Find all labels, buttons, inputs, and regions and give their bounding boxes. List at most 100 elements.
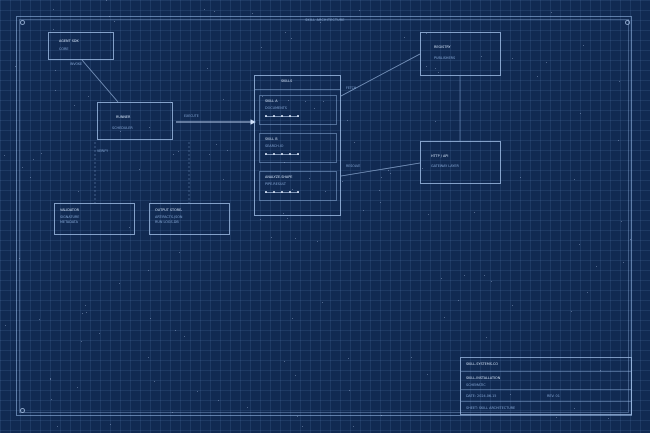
- background-speck: [587, 292, 588, 293]
- background-speck: [441, 278, 442, 279]
- progress-track: [265, 153, 299, 155]
- background-speck: [292, 318, 293, 319]
- skill-slot[interactable]: SKILL B SEARCH.IO: [259, 133, 337, 163]
- background-speck: [438, 72, 439, 73]
- connector-skills-registry: [340, 53, 421, 97]
- node-validator[interactable]: VALIDATOR SIGNATURE METADATA: [54, 203, 135, 235]
- frame-outer-border: [16, 16, 632, 416]
- background-speck: [261, 47, 262, 48]
- skill-slot[interactable]: ANALYZE.SHAPE PIPE.RESULT: [259, 171, 337, 201]
- node-agent-sdk[interactable]: AGENT SDK CORE: [48, 32, 114, 60]
- background-speck: [388, 170, 389, 171]
- connector-skills-http: [340, 162, 421, 177]
- background-speck: [22, 167, 23, 168]
- node-output-store[interactable]: OUTPUT STORE ARTIFACTS.JSON RUN LOGS.DB: [149, 203, 230, 235]
- title-block-date: DATE: 2024.06.15: [466, 394, 497, 398]
- background-speck: [55, 90, 56, 91]
- background-speck: [99, 333, 100, 334]
- background-speck: [209, 154, 210, 155]
- background-speck: [596, 266, 597, 267]
- background-speck: [53, 29, 54, 30]
- title-block-name: SKILL.INSTALLATION: [466, 376, 501, 380]
- background-speck: [77, 387, 78, 388]
- background-speck: [510, 394, 511, 395]
- background-speck: [512, 58, 513, 59]
- edge-label-verify: VERIFY: [97, 149, 109, 153]
- background-speck: [458, 300, 459, 301]
- node-validator-title: VALIDATOR: [60, 208, 80, 212]
- background-speck: [204, 9, 205, 10]
- progress-track: [265, 191, 299, 193]
- background-speck: [309, 178, 310, 179]
- node-skills[interactable]: SKILLS SKILL A DOCUMENTS SKILL B SEARCH.…: [254, 75, 341, 216]
- node-http-api[interactable]: HTTP / API GATEWAY LAYER: [420, 141, 501, 184]
- background-speck: [171, 102, 172, 103]
- background-speck: [427, 374, 428, 375]
- connector-core-runner: [81, 59, 119, 103]
- background-speck: [114, 21, 115, 22]
- background-speck: [323, 101, 324, 102]
- background-speck: [53, 9, 54, 10]
- background-speck: [50, 379, 51, 380]
- background-speck: [271, 237, 272, 238]
- background-speck: [342, 181, 343, 182]
- node-runner[interactable]: RUNNER SCHEDULER: [97, 102, 173, 140]
- title-block-name-row: SKILL.INSTALLATION SCHEMATIC: [461, 372, 631, 390]
- background-speck: [426, 33, 427, 34]
- background-speck: [149, 127, 150, 128]
- background-speck: [5, 325, 6, 326]
- background-speck: [216, 144, 217, 145]
- edge-label-execute: EXECUTE: [184, 114, 199, 118]
- background-speck: [288, 100, 289, 101]
- background-speck: [287, 218, 288, 219]
- background-speck: [411, 357, 412, 358]
- background-speck: [484, 275, 485, 276]
- background-speck: [295, 375, 296, 376]
- title-block-meta-row: DATE: 2024.06.15 REV. 01: [461, 390, 631, 402]
- edge-label-fetch: FETCH: [346, 86, 357, 90]
- background-speck: [88, 96, 89, 97]
- background-speck: [556, 417, 557, 418]
- background-speck: [520, 177, 521, 178]
- background-speck: [252, 13, 253, 14]
- background-speck: [154, 381, 155, 382]
- background-speck: [571, 311, 572, 312]
- background-speck: [109, 16, 110, 17]
- background-speck: [435, 121, 436, 122]
- node-registry-sub: PUBLISHERS: [434, 56, 456, 60]
- background-speck: [33, 159, 34, 160]
- title-block-header-row: SKILL.SYSTEMS.CO: [461, 358, 631, 372]
- background-speck: [227, 150, 228, 151]
- frame-inner-border: [19, 19, 629, 413]
- background-speck: [481, 56, 482, 57]
- node-http-api-sub: GATEWAY LAYER: [431, 164, 459, 168]
- background-speck: [390, 173, 391, 174]
- background-speck: [110, 424, 111, 425]
- background-speck: [291, 38, 292, 39]
- progress-track: [265, 115, 299, 117]
- node-http-api-title: HTTP / API: [431, 154, 449, 158]
- background-speck: [247, 407, 248, 408]
- edge-label-resolve: RESOLVE: [346, 164, 361, 168]
- background-speck: [41, 153, 42, 154]
- node-registry-title: REGISTRY: [434, 45, 451, 49]
- background-speck: [314, 108, 315, 109]
- background-speck: [19, 258, 20, 259]
- skill-slot-sub: SEARCH.IO: [265, 144, 284, 148]
- background-speck: [106, 0, 107, 1]
- background-speck: [86, 312, 87, 313]
- background-speck: [491, 281, 492, 282]
- background-speck: [284, 162, 285, 163]
- skill-slot-title: SKILL B: [265, 137, 278, 141]
- background-speck: [302, 426, 303, 427]
- background-speck: [608, 418, 609, 419]
- node-runner-title: RUNNER: [116, 115, 131, 119]
- node-registry[interactable]: REGISTRY PUBLISHERS: [420, 32, 501, 76]
- title-block-rev: REV. 01: [547, 394, 560, 398]
- background-speck: [619, 81, 620, 82]
- skill-slot[interactable]: SKILL A DOCUMENTS: [259, 95, 337, 125]
- background-speck: [39, 319, 40, 320]
- node-validator-line1: SIGNATURE: [60, 215, 80, 219]
- corner-mark-top-right: [625, 20, 630, 25]
- background-speck: [579, 244, 580, 245]
